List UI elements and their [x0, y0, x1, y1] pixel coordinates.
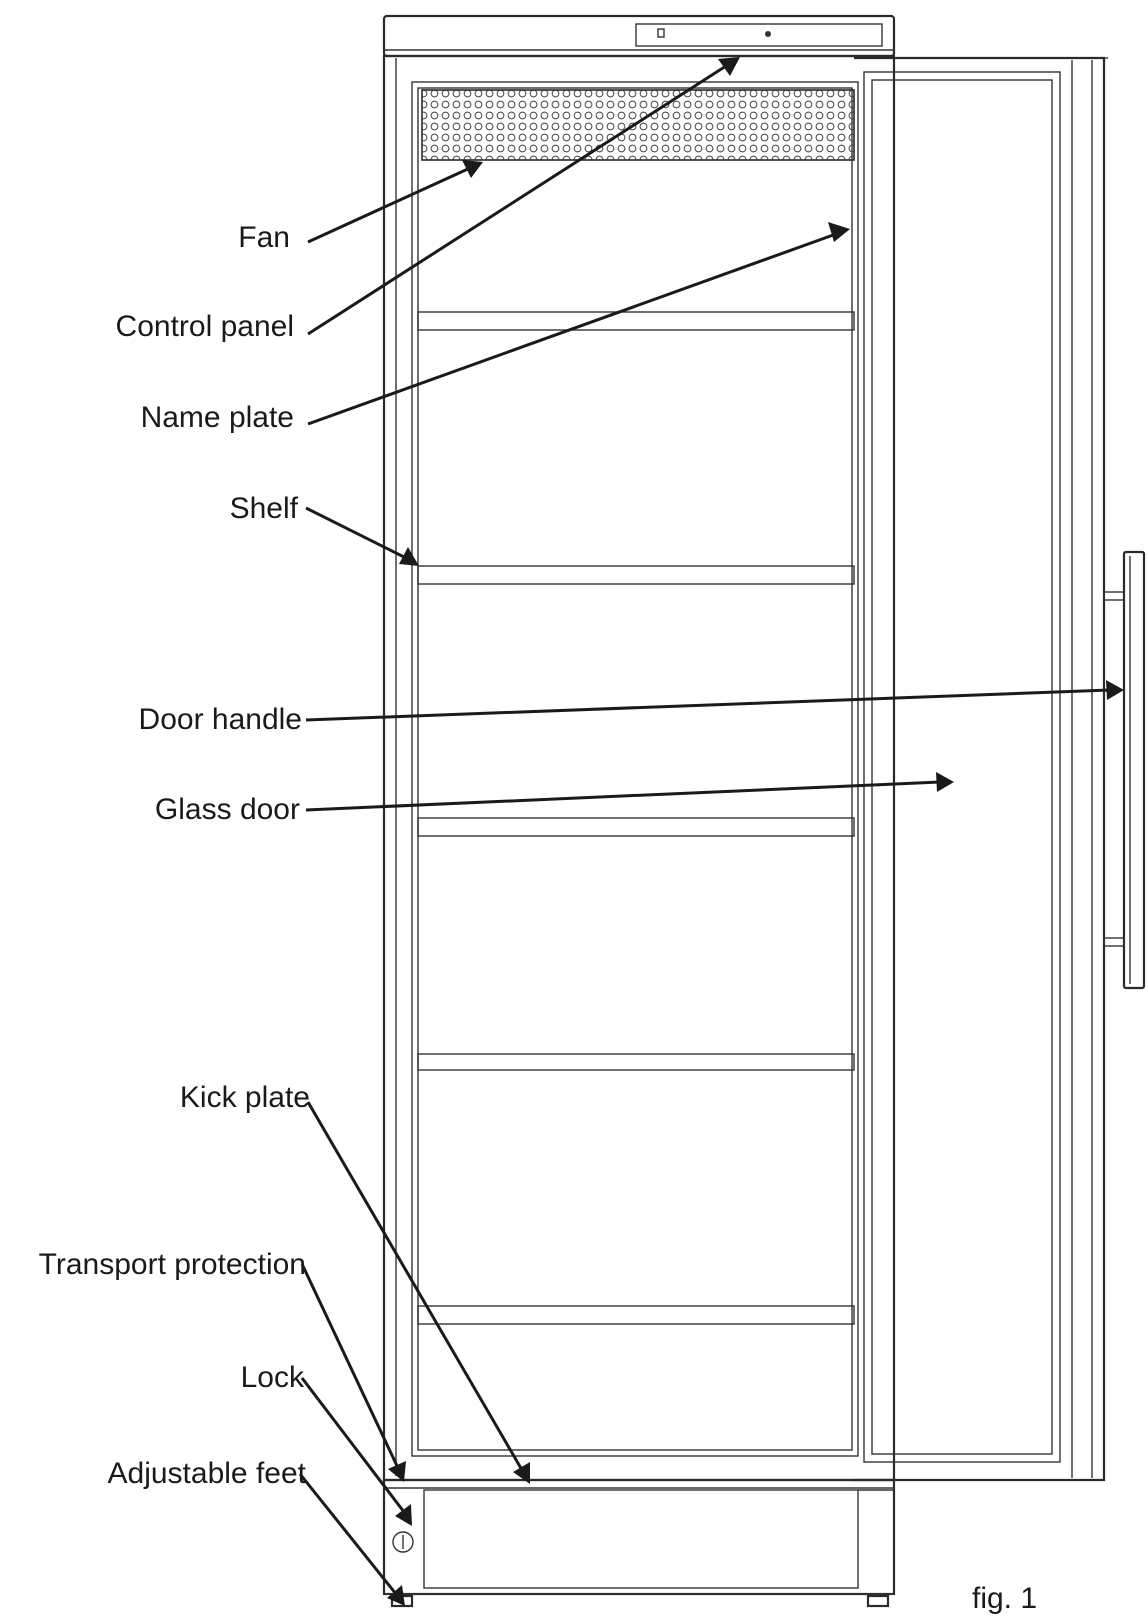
label-glass-door: Glass door — [155, 793, 300, 826]
shelf-5 — [417, 1305, 855, 1325]
kick-plate-base — [382, 1478, 896, 1596]
fan-leader — [307, 160, 483, 244]
shelf-4 — [417, 1053, 855, 1071]
door-handle-leader — [305, 680, 1124, 722]
labels: Fan Control panel Name plate Shelf Door … — [39, 221, 310, 1490]
label-shelf: Shelf — [230, 492, 299, 525]
name-plate-leader — [307, 222, 850, 426]
control-panel-leader — [307, 57, 740, 336]
label-fan: Fan — [238, 221, 290, 254]
label-door-handle: Door handle — [139, 703, 302, 736]
shelf-2 — [417, 565, 855, 585]
transport-protection-leader — [300, 1263, 406, 1482]
leader-lines — [298, 57, 1124, 1606]
top-cap — [382, 14, 896, 58]
label-name-plate: Name plate — [141, 401, 294, 434]
glass-door — [854, 56, 1108, 1482]
figure-caption: fig. 1 — [972, 1582, 1037, 1615]
label-kick-plate: Kick plate — [180, 1081, 310, 1114]
label-transport-protection: Transport protection — [39, 1248, 306, 1281]
shelf-leader — [305, 506, 419, 566]
label-adjustable-feet: Adjustable feet — [108, 1457, 307, 1490]
shelf-3 — [417, 817, 855, 837]
label-lock: Lock — [241, 1361, 305, 1394]
adjustable-feet — [390, 1594, 890, 1608]
kick-plate-leader — [306, 1101, 530, 1484]
cabinet-body — [382, 54, 896, 1482]
lock — [392, 1531, 414, 1553]
adjustable-feet-leader — [298, 1473, 405, 1606]
door-handle — [1103, 550, 1146, 990]
shelves — [417, 311, 855, 1325]
lock-leader — [300, 1377, 412, 1526]
fan-grille — [421, 89, 855, 161]
glass-door-leader — [305, 772, 954, 812]
label-control-panel: Control panel — [116, 310, 294, 343]
shelf-1 — [417, 311, 855, 331]
